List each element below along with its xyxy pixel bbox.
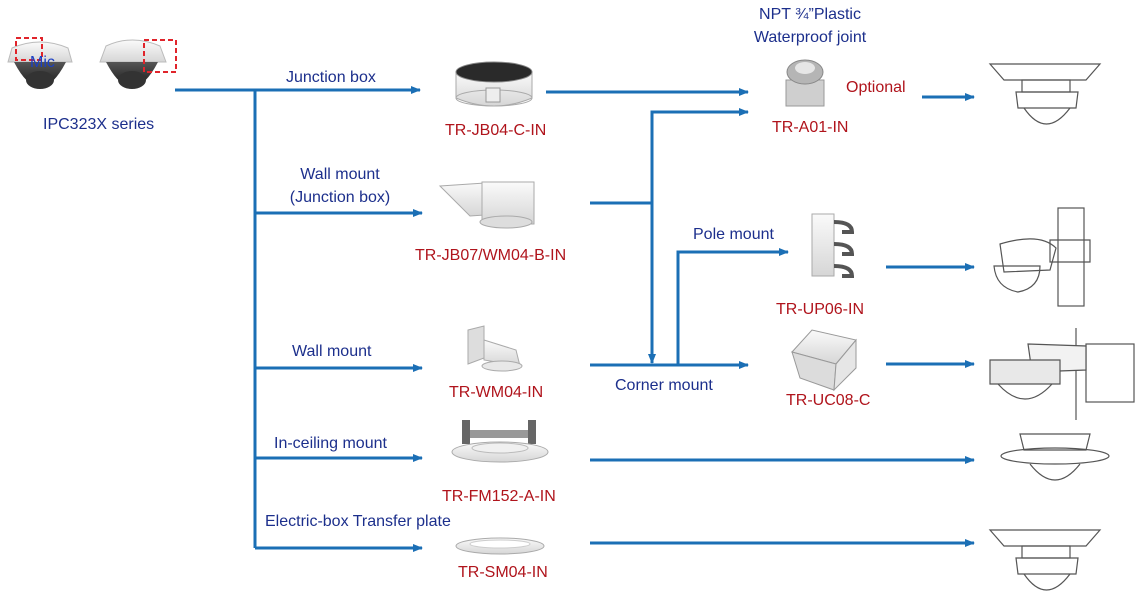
wall-mount-junction-image: [438, 181, 535, 229]
source-camera-2: [99, 39, 167, 89]
corner-mount-image: [791, 329, 857, 392]
transfer-plate-image: [455, 537, 545, 555]
branch-electric-box: Electric-box Transfer plate: [265, 513, 451, 530]
result-camera-pole: [993, 207, 1091, 307]
pole-mount-image: [811, 213, 855, 278]
connector-lines: [175, 86, 975, 552]
branch-corner-mount: Corner mount: [615, 377, 713, 394]
branch-wall-mount-junction-line1: Wall mount: [300, 166, 380, 183]
branch-pole-mount: Pole mount: [693, 226, 774, 243]
branch-in-ceiling-mount: In-ceiling mount: [274, 435, 387, 452]
model-sm04: TR-SM04-IN: [458, 564, 548, 581]
result-camera-transfer: [988, 529, 1102, 591]
mic-label: Mic: [30, 54, 55, 71]
model-fm152: TR-FM152-A-IN: [442, 488, 556, 505]
model-wm04: TR-WM04-IN: [449, 384, 544, 401]
model-up06: TR-UP06-IN: [776, 301, 865, 318]
optional-label: Optional: [846, 79, 906, 96]
mic-highlight-box-2: [143, 39, 177, 73]
result-camera-corner: [989, 328, 1135, 420]
waterproof-joint-image: [785, 59, 825, 107]
result-camera-1: [988, 63, 1102, 125]
model-jb07: TR-JB07/WM04-B-IN: [415, 247, 567, 264]
series-label: IPC323X series: [43, 116, 155, 133]
result-camera-ceiling: [1000, 433, 1110, 481]
branch-wall-mount-junction-line2: (Junction box): [289, 189, 391, 206]
branch-junction-box: Junction box: [286, 69, 376, 86]
model-a01: TR-A01-IN: [772, 119, 849, 136]
model-jb04: TR-JB04-C-IN: [445, 122, 547, 139]
branch-wall-mount: Wall mount: [292, 343, 372, 360]
npt-label-line1: NPT ¾”Plastic: [759, 6, 861, 23]
mic-highlight-box-1: [15, 37, 43, 61]
source-camera-1: [7, 41, 73, 89]
arrow-to-pole-mount: [676, 248, 789, 365]
junction-box-image: [455, 61, 533, 107]
wall-mount-image: [467, 325, 523, 372]
npt-label-line2: Waterproof joint: [753, 29, 867, 46]
in-ceiling-mount-image: [451, 420, 549, 463]
model-uc08: TR-UC08-C: [786, 392, 871, 409]
